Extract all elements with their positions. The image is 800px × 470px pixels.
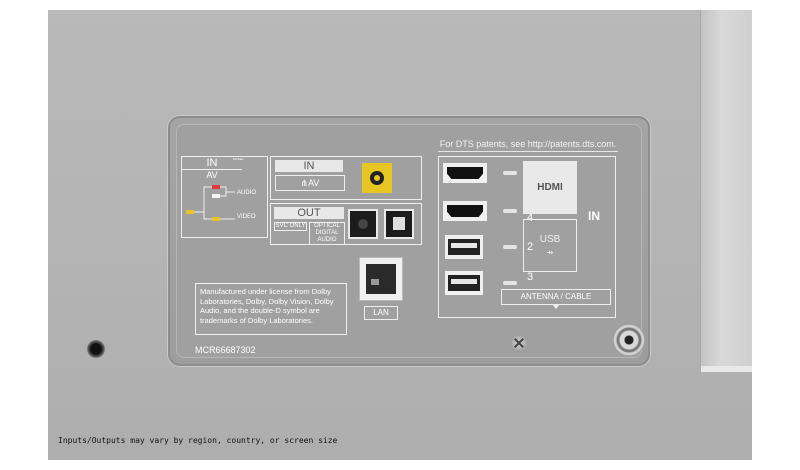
in-label: IN <box>588 209 600 223</box>
caption: Inputs/Outputs may vary by region, count… <box>58 436 338 445</box>
model-number: MCR66687302 <box>195 345 256 355</box>
svc-only-label: SVC ONLY <box>274 222 307 231</box>
tv-back-photo: For DTS patents, see http://patents.dts.… <box>48 10 752 460</box>
usb-port-number-3: 3 <box>527 271 534 283</box>
video-label: VIDEO <box>237 214 256 220</box>
usb-port-3[interactable] <box>445 271 483 295</box>
antenna-arrow-icon <box>552 304 560 309</box>
audio-out-group: OUT SVC ONLY OPTICAL DIGITAL AUDIO <box>270 203 422 245</box>
hdmi-port-3[interactable] <box>443 163 487 183</box>
dolby-notice: Manufactured under license from Dolby La… <box>195 283 347 335</box>
usb-3-indicator <box>503 281 517 285</box>
screw-icon <box>510 334 528 352</box>
composite-video-jack[interactable] <box>362 163 392 193</box>
io-panel-inner: For DTS patents, see http://patents.dts.… <box>176 124 645 358</box>
antenna-label: ANTENNA / CABLE <box>501 289 611 305</box>
usb-port-2[interactable] <box>445 235 483 259</box>
av-connector-diagram: IN AV MODEL AUDIO VIDEO <box>181 156 268 238</box>
usb-label: USB <box>539 234 561 245</box>
optical-label: OPTICAL DIGITAL AUDIO <box>309 222 345 245</box>
antenna-cable-connector[interactable] <box>613 324 645 356</box>
audio-label: AUDIO <box>237 190 257 196</box>
io-panel: For DTS patents, see http://patents.dts.… <box>168 116 650 366</box>
av-tiny-text: MODEL <box>233 157 244 161</box>
usb-icon: ⇸ <box>546 248 554 257</box>
av-cable-diagram-icon <box>186 185 235 221</box>
av-in-group: IN ⋔AV <box>270 156 422 200</box>
av-in-label: IN <box>182 157 242 170</box>
hdmi-port-number-4: 4 <box>527 212 534 224</box>
usb-port-number-2: 2 <box>527 241 534 253</box>
usb-2-indicator <box>503 245 517 249</box>
lan-port[interactable] <box>359 257 403 301</box>
hdmi-4-indicator <box>503 209 517 213</box>
av-label: AV <box>206 170 218 180</box>
lan-label: LAN <box>364 306 398 320</box>
out-label: OUT <box>274 207 344 219</box>
optical-port[interactable] <box>386 211 412 237</box>
mount-hole <box>87 340 105 358</box>
usb-label-box: USB ⇸ <box>523 219 577 272</box>
hdmi-usb-group: 3 4 HDMI USB ⇸ 2 3 IN ANTENNA / CABLE <box>438 156 616 318</box>
hdmi-3-indicator <box>503 171 517 175</box>
av-in-title: IN <box>275 160 343 172</box>
dts-notice: For DTS patents, see http://patents.dts.… <box>438 137 618 152</box>
hdmi-port-4[interactable] <box>443 201 487 221</box>
hdmi-logo: HDMI <box>523 161 577 214</box>
service-port[interactable] <box>350 211 376 237</box>
av-in-sub: ⋔AV <box>275 175 345 191</box>
side-bracket <box>700 10 752 372</box>
